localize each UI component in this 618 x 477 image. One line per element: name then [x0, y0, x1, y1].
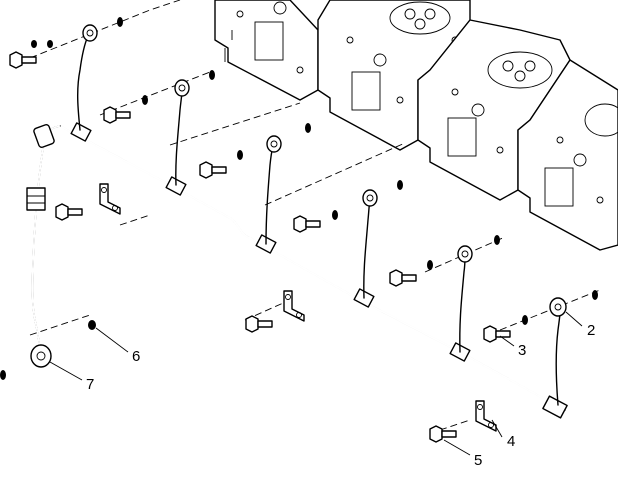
clamp-bracket-item-4: [475, 400, 497, 432]
o-ring: [0, 370, 6, 380]
bolt-item-5: [429, 425, 457, 443]
callout-3: 3: [518, 342, 526, 359]
o-ring: [522, 315, 528, 325]
cylinder-head-1: [214, 0, 319, 101]
o-ring-washers: [0, 17, 598, 380]
o-ring: [142, 95, 148, 105]
clamp-bracket: [283, 290, 305, 322]
leader-4: [491, 419, 503, 438]
o-ring: [592, 290, 598, 300]
banjo-fitting: [266, 135, 282, 153]
injector-lines: [77, 24, 567, 406]
head-port-2: [351, 71, 381, 111]
o-ring: [332, 210, 338, 220]
fuel-feed-line: [26, 124, 61, 368]
bolt: [199, 161, 227, 179]
clamp-bracket: [99, 183, 121, 215]
bolt: [245, 315, 273, 333]
assembly-guide-lines: [19, 0, 601, 431]
bolts: [9, 51, 511, 443]
o-ring-item-6: [88, 320, 96, 330]
leader-5: [443, 439, 471, 456]
bolt: [293, 215, 321, 233]
head-port-1: [254, 21, 284, 61]
o-ring: [427, 260, 433, 270]
bolt: [389, 269, 417, 287]
leader-6: [95, 327, 129, 353]
head-port-4: [544, 167, 574, 207]
o-ring: [305, 123, 311, 133]
cylinder-head-2: [317, 0, 471, 151]
bolt: [103, 106, 131, 124]
callout-5: 5: [474, 452, 482, 469]
banjo-fitting: [82, 24, 98, 42]
clamp-brackets: [99, 183, 497, 432]
banjo-fitting: [362, 189, 378, 207]
callout-labels: 2 3 4 5 6 7: [86, 322, 595, 469]
callout-6: 6: [132, 348, 140, 365]
banjo-fitting-item-2: [549, 297, 567, 317]
o-ring: [397, 180, 403, 190]
banjo-fitting: [174, 79, 190, 97]
callout-2: 2: [587, 322, 595, 339]
o-ring: [209, 70, 215, 80]
o-ring: [31, 40, 37, 48]
hex-nut: [26, 187, 46, 211]
leader-2: [565, 311, 583, 327]
banjo-fitting: [457, 245, 473, 263]
rail-tee: [70, 122, 92, 142]
leader-3: [499, 335, 515, 347]
leader-7: [49, 361, 83, 381]
head-port-3: [447, 117, 477, 157]
o-ring: [117, 17, 123, 27]
banjo-eye-item-7: [30, 344, 52, 368]
bolt: [9, 51, 37, 69]
callout-7: 7: [86, 376, 94, 393]
elbow-fitting: [33, 124, 55, 148]
leader-lines: [49, 311, 583, 456]
o-ring: [47, 40, 53, 48]
o-ring: [237, 150, 243, 160]
bolt-item-3: [483, 325, 511, 343]
cylinder-head-4: [517, 59, 618, 251]
cylinder-head-group: [214, 0, 618, 251]
bolt: [55, 203, 83, 221]
callout-4: 4: [507, 433, 515, 450]
o-ring: [494, 235, 500, 245]
rail-tee: [165, 176, 187, 196]
